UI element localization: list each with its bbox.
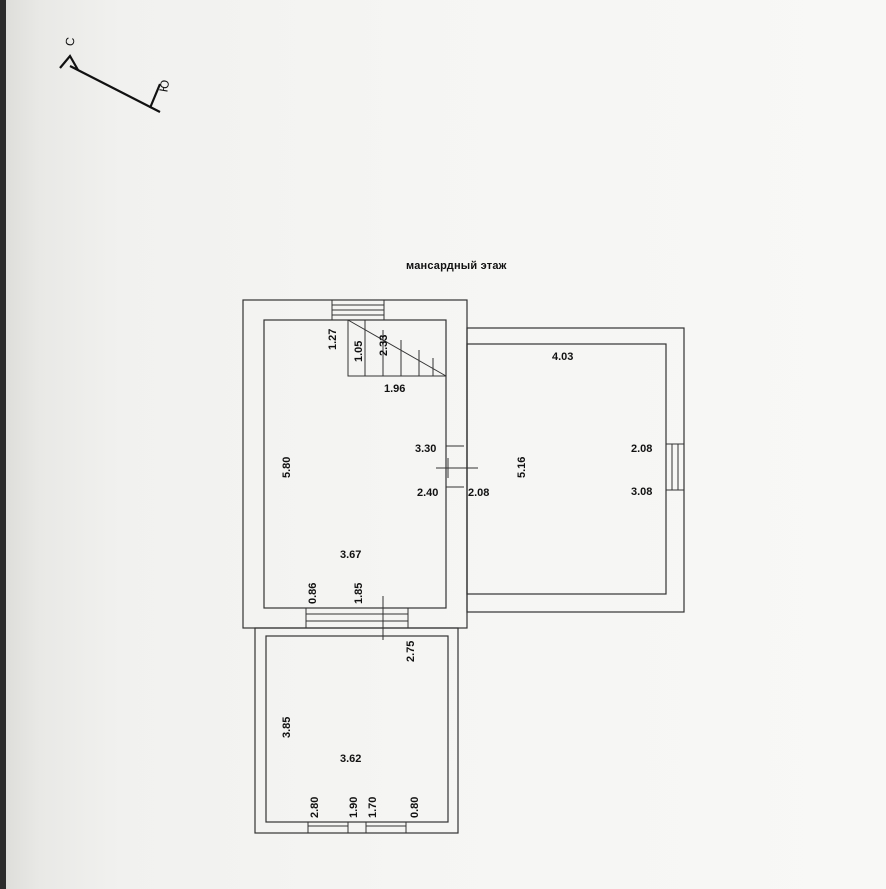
dim-stair-3: 2.33 (378, 335, 390, 356)
dim-room3-height: 3.85 (281, 717, 293, 738)
dim-stair-1: 1.27 (327, 329, 339, 350)
dim-bottom-b: 1.85 (353, 583, 365, 604)
openings (305, 443, 685, 834)
dim-room1-width: 3.67 (340, 549, 361, 561)
dim-room1-height: 5.80 (281, 457, 293, 478)
dim-w-b: 1.90 (348, 797, 360, 818)
dim-room3-width: 3.62 (340, 753, 361, 765)
room2-right-window (665, 443, 685, 491)
compass-north-label: С (62, 36, 77, 47)
stair-flight (347, 319, 447, 377)
compass-line (69, 65, 161, 113)
dim-w-a: 2.80 (309, 797, 321, 818)
page-edge (0, 0, 6, 889)
room2-inner-wall (466, 343, 667, 595)
compass-south-label: Ю (156, 79, 172, 93)
dim-w-c: 1.70 (367, 797, 379, 818)
dim-bottom-c: 2.75 (405, 641, 417, 662)
dim-room2-width: 4.03 (552, 351, 573, 363)
dim-door-a: 3.30 (415, 443, 436, 455)
dim-room2-height: 5.16 (516, 457, 528, 478)
floor-title: мансардный этаж (406, 260, 507, 272)
dim-bottom-a: 0.86 (307, 583, 319, 604)
dim-door-c: 2.08 (468, 487, 489, 499)
dim-stair-width: 1.96 (384, 383, 405, 395)
dim-window-b: 3.08 (631, 486, 652, 498)
compass (59, 54, 162, 113)
dim-stair-2: 1.05 (353, 341, 365, 362)
north-arrow-icon (59, 54, 79, 71)
room1-bottom-window (305, 607, 409, 629)
south-tick (148, 83, 162, 109)
walls (242, 299, 685, 834)
room3-window-left (307, 821, 349, 834)
room2-outer-wall (466, 327, 685, 613)
dim-door-b: 2.40 (417, 487, 438, 499)
room3-window-right (365, 821, 407, 834)
dim-window-a: 2.08 (631, 443, 652, 455)
staircase (331, 299, 447, 377)
dim-w-d: 0.80 (409, 797, 421, 818)
dimension-labels: 1.27 1.05 2.33 1.96 5.80 3.67 3.30 2.40 … (281, 329, 652, 818)
room3-inner-wall (265, 635, 449, 823)
